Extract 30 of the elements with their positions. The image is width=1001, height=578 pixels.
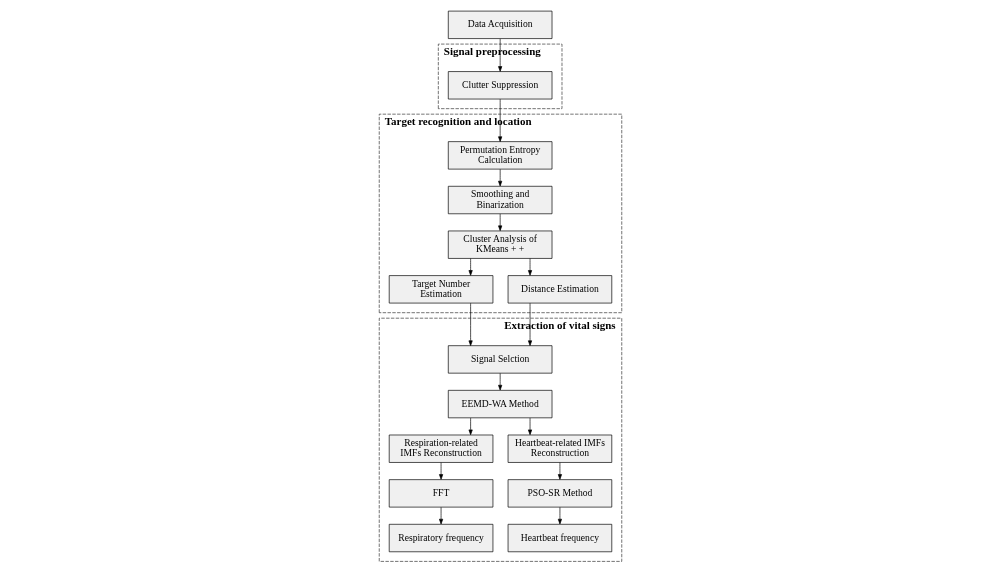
arrow — [468, 258, 473, 276]
node-box: Heartbeat-related IMFs Reconstruction — [507, 434, 613, 463]
node-box: Clutter Suppression — [447, 71, 553, 100]
node-box: Smoothing and Binarization — [447, 185, 553, 215]
arrow — [498, 38, 503, 72]
node-box: Permutation Entropy Calculation — [447, 141, 553, 170]
node-box: EEMD-WA Method — [447, 390, 553, 419]
node-box: FFT — [388, 479, 494, 508]
arrow — [528, 417, 533, 436]
arrow — [498, 98, 503, 142]
node-box: Target Number Estimation — [388, 275, 494, 304]
node-box: Respiration-related IMFs Reconstruction — [388, 434, 494, 463]
arrow — [528, 258, 533, 276]
node-box: Signal Selction — [447, 345, 553, 374]
arrow — [498, 213, 503, 231]
arrow — [557, 462, 562, 480]
node-box: Respiratory frequency — [388, 523, 494, 553]
node-box: Cluster Analysis of KMeans + + — [447, 230, 553, 259]
arrow — [468, 417, 473, 436]
node-box: Data Acquisition — [447, 10, 553, 39]
node-box: Distance Estimation — [507, 275, 613, 304]
arrow — [498, 372, 503, 391]
arrow — [439, 506, 444, 525]
arrow — [439, 462, 444, 480]
arrow — [468, 302, 473, 346]
node-box: PSO-SR Method — [507, 479, 613, 508]
arrow — [498, 168, 503, 187]
node-box: Heartbeat frequency — [507, 523, 613, 553]
arrow — [557, 506, 562, 525]
arrow — [528, 302, 533, 346]
